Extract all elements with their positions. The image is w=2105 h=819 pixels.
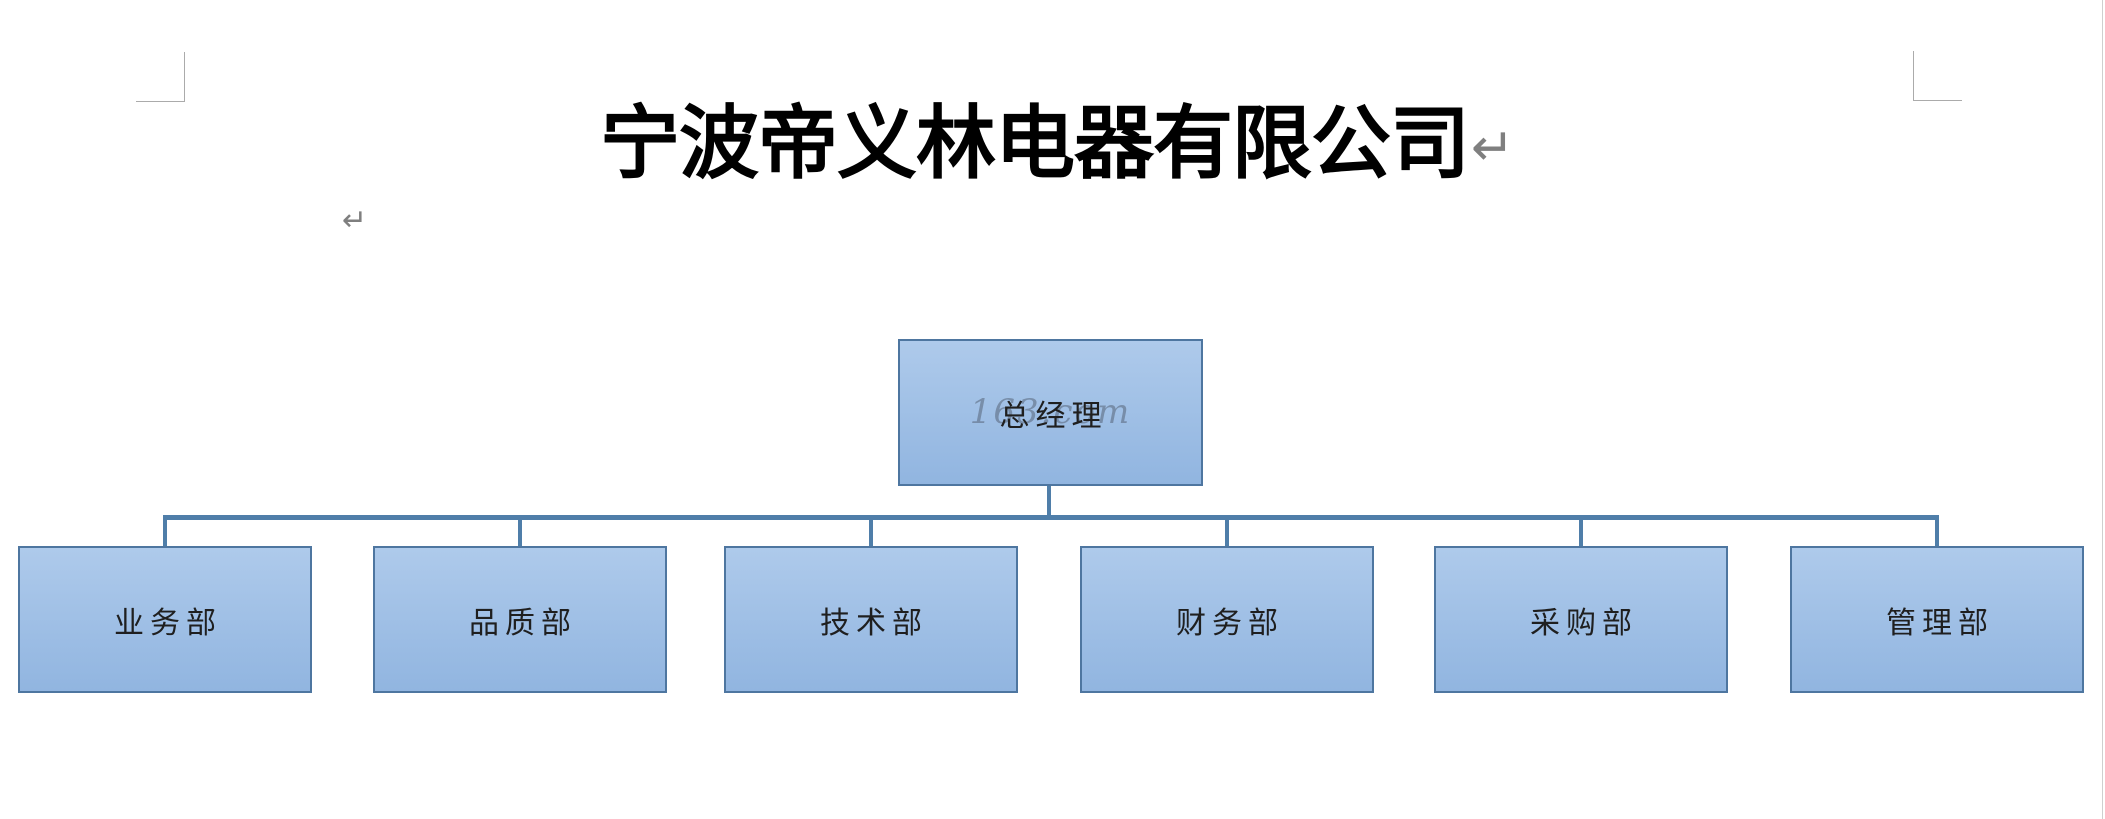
- org-node-business-dept[interactable]: 业务部: [18, 546, 312, 693]
- connector-drop-management: [1935, 518, 1939, 547]
- paragraph-mark-icon: ↵: [1471, 118, 1515, 178]
- text-boundary-corner-mark-top-right: [1913, 51, 1963, 101]
- boundary-mark-horizontal-line: [1913, 100, 1962, 101]
- connector-root-drop: [1047, 486, 1051, 517]
- document-title: 宁波帝义林电器有限公司: [600, 99, 1470, 188]
- org-node-label: 品质部: [469, 606, 577, 640]
- connector-horizontal-bus: [163, 515, 1939, 520]
- boundary-mark-vertical-line: [184, 52, 185, 102]
- org-node-purchasing-dept[interactable]: 采购部: [1434, 546, 1728, 693]
- org-node-label: 总经理: [999, 399, 1108, 433]
- org-node-label: 业务部: [114, 606, 222, 640]
- org-node-label: 管理部: [1886, 606, 1994, 640]
- text-boundary-corner-mark-top-left: [136, 52, 185, 102]
- org-node-label: 技术部: [820, 606, 928, 640]
- connector-drop-business: [163, 518, 167, 547]
- watermark-text: 163.com: [969, 391, 1132, 432]
- org-node-quality-dept[interactable]: 品质部: [373, 546, 667, 693]
- boundary-mark-vertical-line: [1913, 51, 1914, 101]
- empty-paragraph-mark-icon: ↵: [342, 203, 368, 238]
- org-node-general-manager[interactable]: 163.com 总经理: [898, 339, 1203, 486]
- document-title-line[interactable]: 宁波帝义林电器有限公司 ↵: [600, 96, 1515, 192]
- org-node-finance-dept[interactable]: 财务部: [1080, 546, 1374, 693]
- connector-drop-purchasing: [1579, 518, 1583, 547]
- org-node-label: 采购部: [1530, 606, 1638, 640]
- org-node-technical-dept[interactable]: 技术部: [724, 546, 1018, 693]
- connector-drop-technical: [869, 518, 873, 547]
- connector-drop-finance: [1225, 518, 1229, 547]
- org-node-label: 财务部: [1176, 606, 1284, 640]
- connector-drop-quality: [518, 518, 522, 547]
- page-right-edge-line: [2102, 0, 2103, 819]
- org-node-management-dept[interactable]: 管理部: [1790, 546, 2084, 693]
- boundary-mark-horizontal-line: [136, 101, 185, 102]
